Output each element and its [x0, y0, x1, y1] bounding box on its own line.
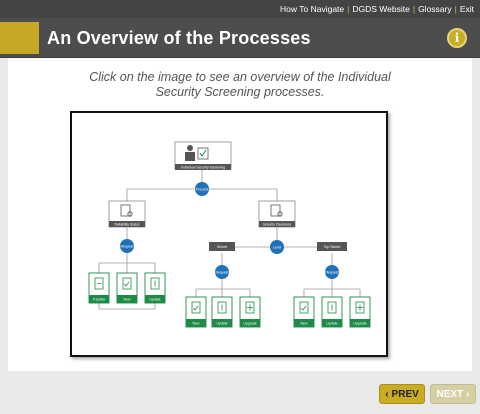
left-request-label: Request: [120, 245, 133, 249]
nav-separator: |: [347, 4, 350, 14]
security-clearance-node: Security Clearance: [258, 200, 296, 228]
info-icon: i: [454, 31, 460, 45]
top-secret-request-circle: [325, 265, 339, 279]
content-panel: Click on the image to see an overview of…: [8, 58, 472, 371]
secret-label: Secret: [217, 245, 227, 249]
clearance-label: Security Clearance: [263, 222, 292, 226]
nav-separator: |: [454, 4, 457, 14]
top-secret-tag: [317, 242, 347, 251]
top-nav: How To Navigate | DGDS Website | Glossar…: [0, 0, 480, 18]
right-box-upgrade: Upgrade: [353, 322, 366, 326]
process-label: Process: [196, 188, 209, 192]
mid-box-new: New: [192, 322, 199, 326]
left-green-boxes: Transfer New Update: [88, 272, 166, 304]
nav-link-dgds-website[interactable]: DGDS Website: [352, 4, 410, 14]
top-secret-label: Top Secret: [324, 245, 341, 249]
nav-separator: |: [412, 4, 416, 14]
instruction-text: Click on the image to see an overview of…: [8, 70, 472, 100]
level-circle: [270, 240, 284, 254]
reliability-label: Reliability Status: [114, 222, 139, 226]
right-green-boxes: New Update Upgrade: [293, 296, 371, 328]
reliability-status-node: Reliability Status: [108, 200, 146, 228]
mid-box-upgrade: Upgrade: [243, 322, 256, 326]
instruction-line-2: Security Screening processes.: [155, 85, 325, 99]
individual-security-screening-node: Individual Security Screening: [174, 141, 232, 170]
level-label: Level: [273, 246, 282, 250]
top-secret-request-label: Request: [325, 271, 338, 275]
secret-tag: [209, 242, 235, 251]
left-request-circle: [120, 239, 134, 253]
middle-green-boxes: New Update Upgrade: [185, 296, 261, 328]
secret-request-label: Request: [215, 271, 228, 275]
mid-box-update: Update: [216, 322, 227, 326]
chevron-right-icon: ›: [466, 388, 470, 400]
left-box-update: Update: [149, 298, 160, 302]
secret-request-circle: [215, 265, 229, 279]
left-box-transfer: Transfer: [93, 298, 107, 302]
top-node-label: Individual Security Screening: [181, 166, 225, 170]
chevron-left-icon: ‹: [385, 388, 389, 400]
right-box-update: Update: [326, 322, 337, 326]
prev-button[interactable]: ‹ PREV: [379, 384, 425, 404]
page-title: An Overview of the Processes: [47, 28, 311, 48]
instruction-line-1: Click on the image to see an overview of…: [89, 70, 391, 84]
diagram-svg: Individual Security Screening Process Re…: [88, 141, 371, 328]
left-box-new: New: [123, 298, 130, 302]
process-circle: [195, 182, 209, 196]
title-bar: An Overview of the Processes: [0, 18, 480, 58]
title-accent-block: [0, 22, 39, 54]
info-button[interactable]: i: [447, 28, 467, 48]
next-label: NEXT: [436, 388, 464, 400]
nav-link-exit[interactable]: Exit: [459, 4, 474, 14]
right-box-new: New: [300, 322, 307, 326]
process-overview-diagram[interactable]: Individual Security Screening Process Re…: [70, 111, 388, 357]
footer-nav: ‹ PREV NEXT ›: [0, 371, 480, 414]
connector-lines: [98, 169, 361, 310]
prev-label: PREV: [391, 388, 419, 400]
next-button[interactable]: NEXT ›: [430, 384, 476, 404]
nav-link-how-to-navigate[interactable]: How To Navigate: [280, 4, 345, 14]
nav-link-glossary[interactable]: Glossary: [418, 4, 452, 14]
